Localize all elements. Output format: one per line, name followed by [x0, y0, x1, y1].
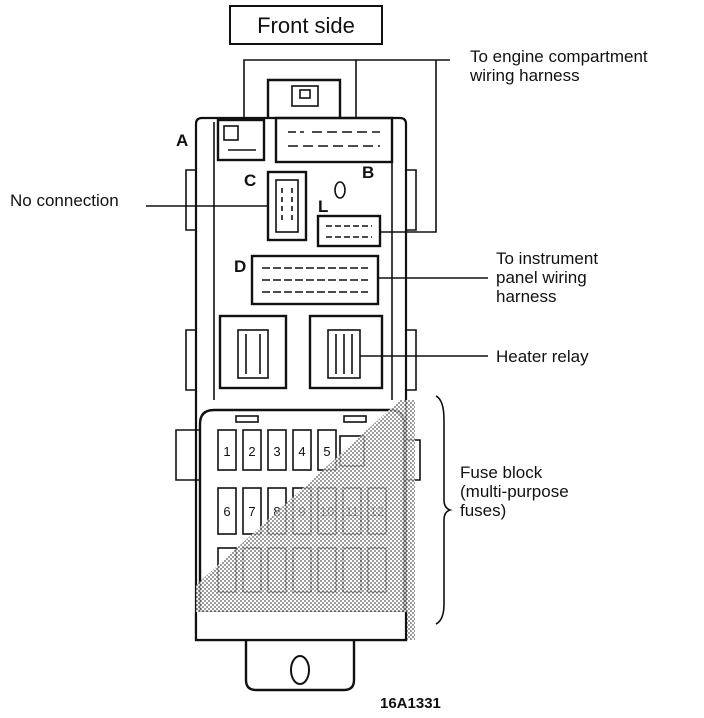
fuse-slot[interactable]: [292, 429, 312, 471]
label-connector-b: B: [362, 163, 374, 182]
connector-d: [250, 254, 380, 306]
connector-b: [274, 116, 394, 164]
mounting-hole: [290, 655, 310, 685]
fuse-number: 8: [273, 504, 280, 519]
label-engine-harness-line2: wiring harness: [469, 66, 580, 85]
fuse-number: 4: [298, 444, 305, 459]
label-connector-c: C: [244, 171, 256, 190]
fuse-slot[interactable]: [267, 429, 287, 471]
right-tab-upper: [406, 169, 417, 231]
label-fuse-block-line1: Fuse block: [460, 463, 543, 482]
fuse-slot[interactable]: [242, 487, 262, 535]
title-box: [229, 5, 383, 45]
fuse-number: 7: [248, 504, 255, 519]
label-fuse-block-line3: fuses): [460, 501, 506, 520]
left-tab-upper: [185, 169, 196, 231]
left-tab-lower: [185, 329, 196, 391]
housing-bottom: [194, 612, 408, 642]
label-fuse-block-line2: (multi-purpose: [460, 482, 569, 501]
fuse-slot[interactable]: [217, 429, 237, 471]
figure-id: 16A1331: [380, 695, 441, 712]
fuse-block-left-latch: [175, 429, 200, 481]
fuse-slot[interactable]: [242, 429, 262, 471]
label-engine-harness-line1: To engine compartment: [470, 47, 648, 66]
connector-a: [216, 118, 266, 162]
label-instrument-harness-line2: panel wiring: [496, 268, 587, 287]
fuse-number: 3: [273, 444, 280, 459]
engine-harness-leader-l: [380, 60, 437, 233]
bottom-mounting-tab: [244, 640, 356, 692]
fuse-number: 2: [248, 444, 255, 459]
engine-harness-leader-a: [243, 59, 357, 118]
label-connector-d: D: [234, 257, 246, 276]
fuse-row-1: [217, 429, 365, 471]
connector-l: [316, 214, 382, 248]
fuse-block-brace: [435, 395, 453, 625]
label-no-connection: No connection: [10, 191, 119, 210]
fuse-number: 1: [223, 444, 230, 459]
label-heater-relay: Heater relay: [496, 347, 589, 366]
fuse-number: 6: [223, 504, 230, 519]
label-connector-l: L: [318, 197, 328, 216]
title: Front side: [257, 13, 355, 38]
right-tab-lower: [406, 329, 417, 391]
label-connector-a: A: [176, 131, 188, 150]
hole-mark: [334, 181, 346, 199]
fuse-number: 5: [323, 444, 330, 459]
relay-socket-left: [218, 314, 288, 390]
heater-relay: [308, 314, 384, 390]
label-instrument-harness-line3: harness: [496, 287, 556, 306]
top-clip: [266, 78, 342, 118]
fuse-slot[interactable]: [217, 487, 237, 535]
label-instrument-harness-line1: To instrument: [496, 249, 598, 268]
